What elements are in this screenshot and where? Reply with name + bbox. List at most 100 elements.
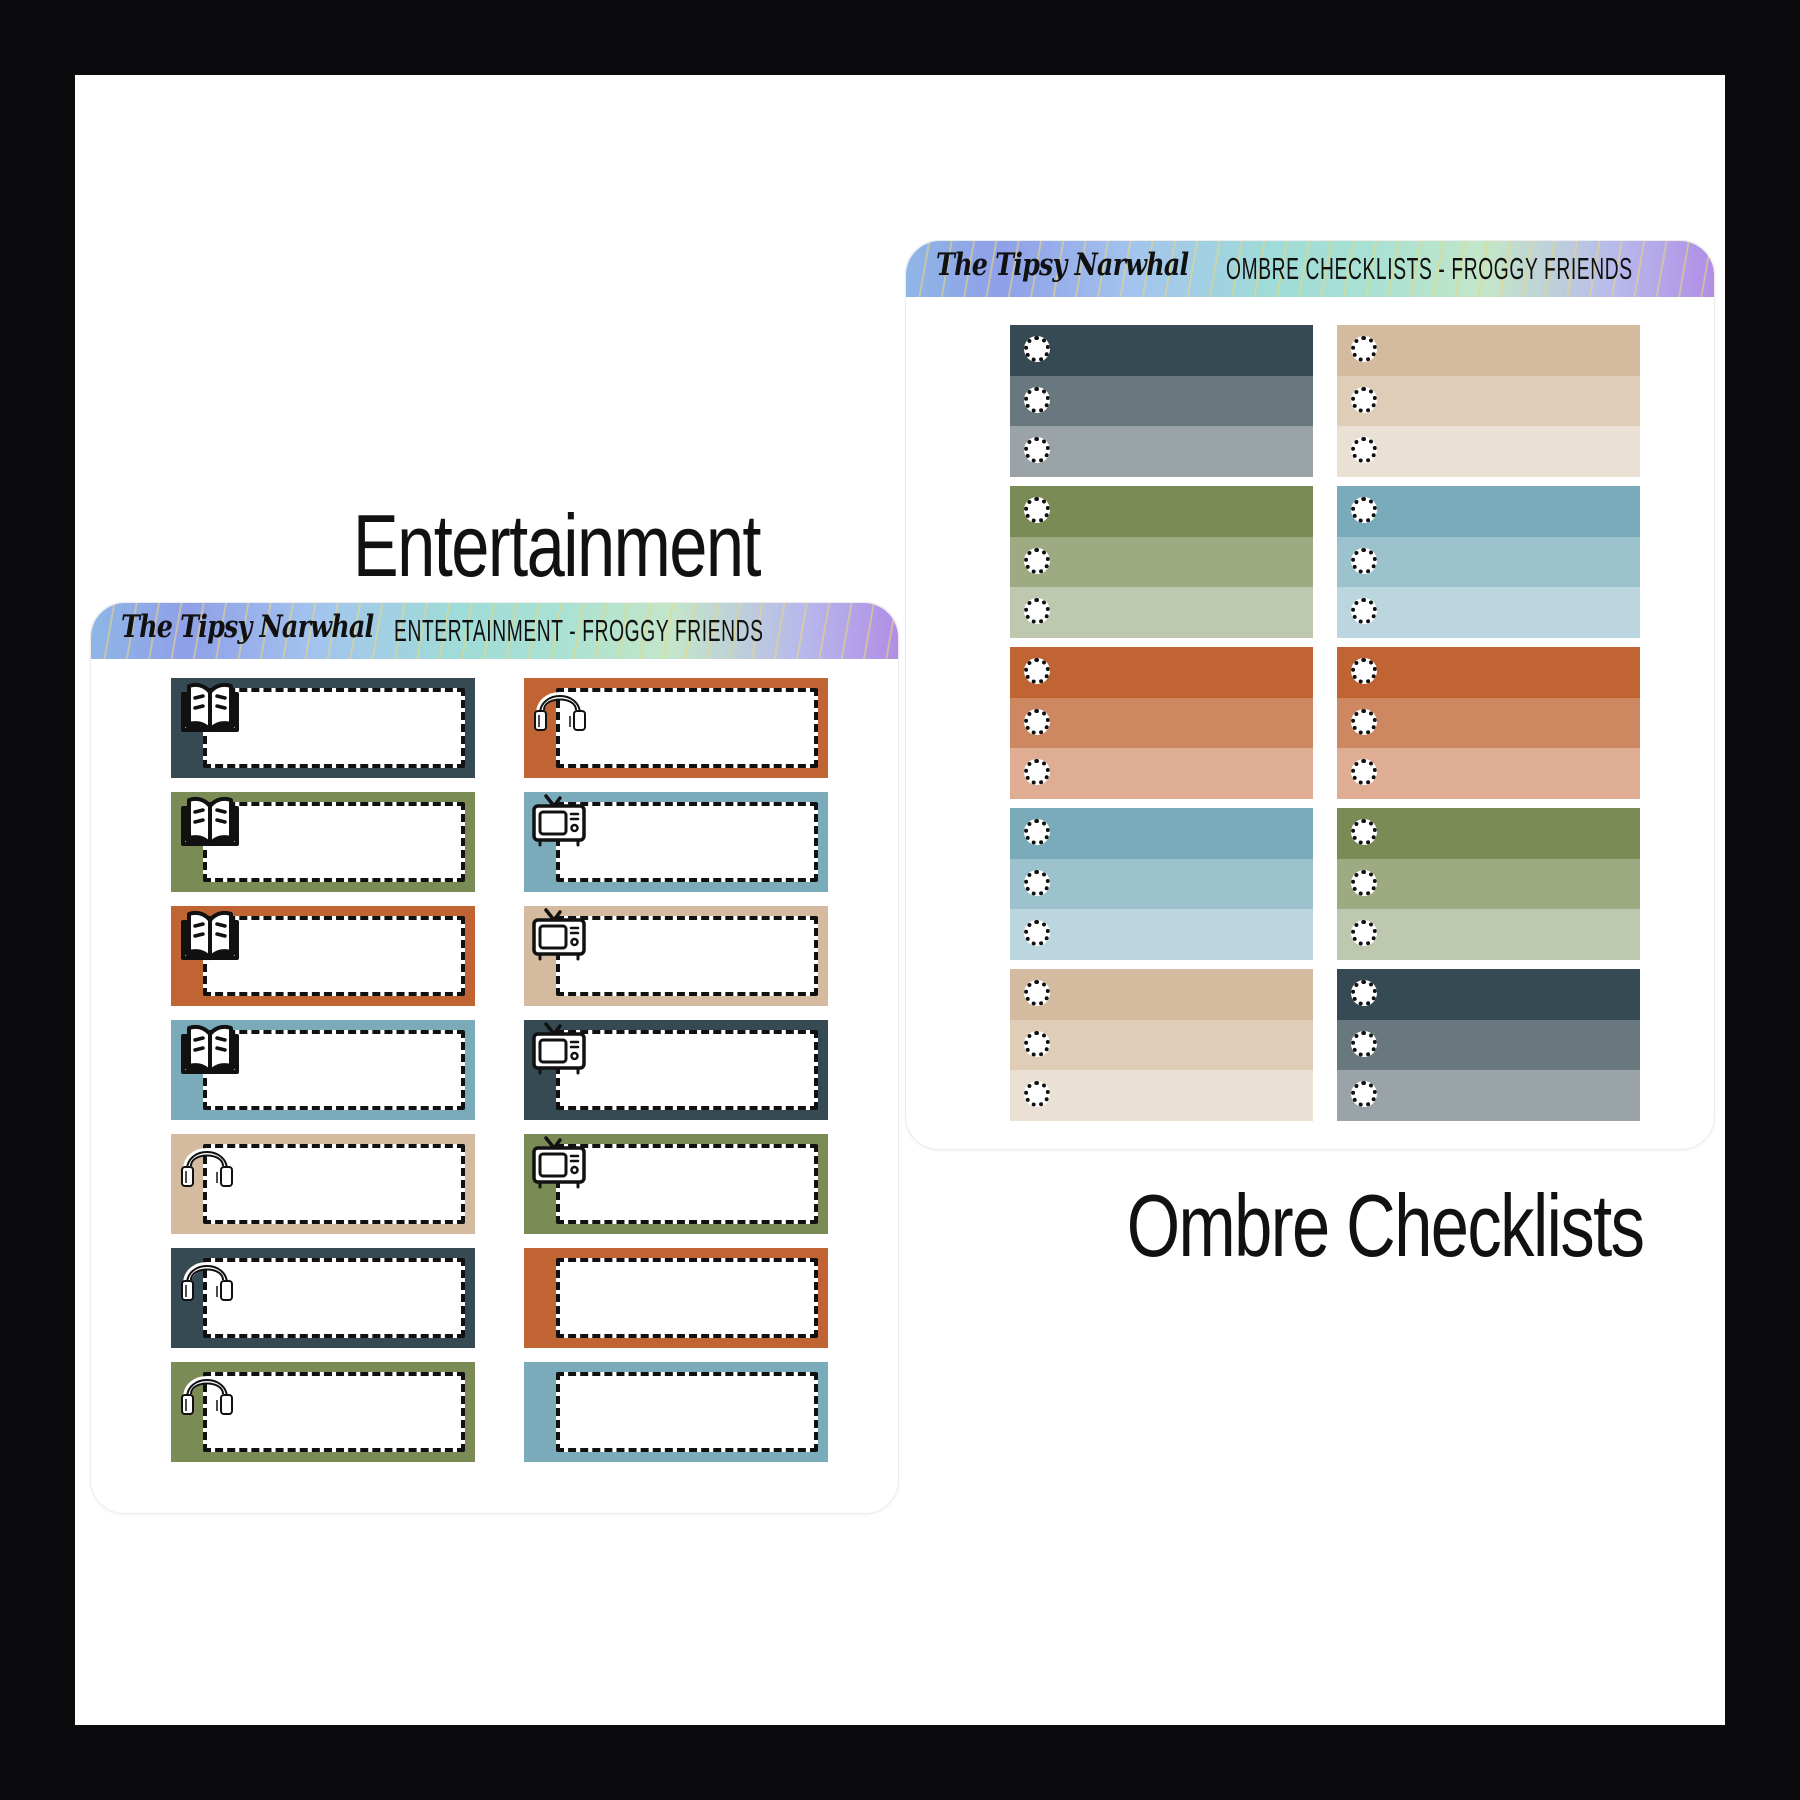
checkbox-circle-icon bbox=[1024, 980, 1050, 1006]
checklist-row bbox=[1010, 748, 1313, 799]
tv-icon bbox=[530, 1022, 596, 1080]
checkbox-circle-icon bbox=[1024, 658, 1050, 684]
checklist-row bbox=[1010, 536, 1313, 588]
checklist-row bbox=[1010, 325, 1313, 376]
product-canvas: Entertainment The Tipsy Narwhal ENTERTAI… bbox=[75, 75, 1725, 1725]
write-area bbox=[556, 1258, 818, 1338]
checkbox-circle-icon bbox=[1024, 547, 1050, 574]
write-area bbox=[556, 1144, 818, 1224]
checkbox-circle-icon bbox=[1351, 1030, 1377, 1057]
sticker-book bbox=[171, 1020, 475, 1120]
checkbox-circle-icon bbox=[1351, 497, 1377, 523]
checklist-row bbox=[1337, 426, 1640, 477]
sticker-headphones bbox=[171, 1248, 475, 1348]
brand-name: The Tipsy Narwhal bbox=[936, 247, 1189, 283]
checklist-sticker bbox=[1337, 808, 1640, 960]
checklist-row bbox=[1337, 808, 1640, 859]
write-area bbox=[556, 688, 818, 768]
checklist-sticker bbox=[1337, 486, 1640, 638]
checklist-row bbox=[1337, 748, 1640, 799]
checkbox-circle-icon bbox=[1024, 386, 1050, 413]
checklist-row bbox=[1337, 697, 1640, 749]
write-area bbox=[203, 1258, 465, 1338]
checklist-row bbox=[1010, 486, 1313, 537]
write-area bbox=[203, 1030, 465, 1110]
sticker-book bbox=[171, 792, 475, 892]
checkbox-circle-icon bbox=[1024, 336, 1050, 362]
checkbox-circle-icon bbox=[1024, 759, 1050, 786]
checklist-sticker bbox=[1337, 325, 1640, 477]
checklist-sticker bbox=[1337, 969, 1640, 1121]
checklist-row bbox=[1010, 375, 1313, 427]
write-area bbox=[203, 688, 465, 768]
checkbox-circle-icon bbox=[1351, 869, 1377, 896]
sheet-header-band: The Tipsy Narwhal OMBRE CHECKLISTS - FRO… bbox=[906, 241, 1714, 297]
checklist-row bbox=[1010, 858, 1313, 910]
checklist-row bbox=[1010, 1019, 1313, 1071]
tv-icon bbox=[530, 1136, 596, 1194]
checkbox-circle-icon bbox=[1024, 708, 1050, 735]
book-icon bbox=[177, 680, 243, 738]
headphones-icon bbox=[177, 1136, 243, 1194]
checklist-row bbox=[1337, 858, 1640, 910]
book-icon bbox=[177, 908, 243, 966]
brand-name: The Tipsy Narwhal bbox=[121, 609, 374, 645]
checklist-sticker bbox=[1010, 808, 1313, 960]
checkbox-circle-icon bbox=[1351, 547, 1377, 574]
checkbox-circle-icon bbox=[1024, 819, 1050, 845]
checklist-sticker bbox=[1010, 325, 1313, 477]
checkbox-circle-icon bbox=[1351, 437, 1377, 464]
sticker-book bbox=[171, 906, 475, 1006]
checkbox-circle-icon bbox=[1351, 759, 1377, 786]
checklist-row bbox=[1010, 587, 1313, 638]
tv-icon bbox=[530, 908, 596, 966]
checklist-row bbox=[1010, 909, 1313, 960]
checkbox-circle-icon bbox=[1024, 497, 1050, 523]
checklist-row bbox=[1010, 808, 1313, 859]
checkbox-circle-icon bbox=[1024, 598, 1050, 625]
checklist-row bbox=[1337, 1019, 1640, 1071]
write-area bbox=[556, 802, 818, 882]
sticker-tv bbox=[524, 1020, 828, 1120]
sticker-headphones bbox=[171, 1362, 475, 1462]
headphones-icon bbox=[530, 680, 596, 738]
checkbox-circle-icon bbox=[1351, 386, 1377, 413]
write-area bbox=[203, 1372, 465, 1452]
checkbox-circle-icon bbox=[1351, 980, 1377, 1006]
sticker-tv bbox=[524, 906, 828, 1006]
checkbox-circle-icon bbox=[1024, 869, 1050, 896]
checklist-row bbox=[1337, 325, 1640, 376]
checklist-sticker bbox=[1010, 969, 1313, 1121]
sheet-subtitle: OMBRE CHECKLISTS - FROGGY FRIENDS bbox=[1226, 251, 1633, 286]
checklists-title: Ombre Checklists bbox=[1126, 1176, 1645, 1275]
checkbox-circle-icon bbox=[1024, 920, 1050, 947]
write-area bbox=[203, 802, 465, 882]
sticker-headphones bbox=[524, 678, 828, 778]
headphones-icon bbox=[177, 1250, 243, 1308]
checkbox-circle-icon bbox=[1351, 598, 1377, 625]
checklist-sticker bbox=[1010, 647, 1313, 799]
checklist-row bbox=[1337, 536, 1640, 588]
checklist-sheet: The Tipsy Narwhal OMBRE CHECKLISTS - FRO… bbox=[905, 240, 1715, 1150]
checkbox-circle-icon bbox=[1024, 1030, 1050, 1057]
write-area bbox=[556, 1030, 818, 1110]
checkbox-circle-icon bbox=[1351, 658, 1377, 684]
sticker-tv bbox=[524, 792, 828, 892]
write-area bbox=[203, 1144, 465, 1224]
sheet-subtitle: ENTERTAINMENT - FROGGY FRIENDS bbox=[394, 613, 764, 648]
checklist-row bbox=[1337, 587, 1640, 638]
checkbox-circle-icon bbox=[1024, 437, 1050, 464]
checklist-row bbox=[1337, 375, 1640, 427]
book-icon bbox=[177, 1022, 243, 1080]
write-area bbox=[556, 1372, 818, 1452]
checklist-row bbox=[1010, 426, 1313, 477]
checklist-row bbox=[1337, 647, 1640, 698]
checklist-row bbox=[1010, 647, 1313, 698]
checkbox-circle-icon bbox=[1024, 1081, 1050, 1108]
checklist-row bbox=[1337, 486, 1640, 537]
checkbox-circle-icon bbox=[1351, 1081, 1377, 1108]
checklist-row bbox=[1010, 697, 1313, 749]
checklist-sticker bbox=[1337, 647, 1640, 799]
book-icon bbox=[177, 794, 243, 852]
entertainment-title: Entertainment bbox=[352, 496, 762, 595]
